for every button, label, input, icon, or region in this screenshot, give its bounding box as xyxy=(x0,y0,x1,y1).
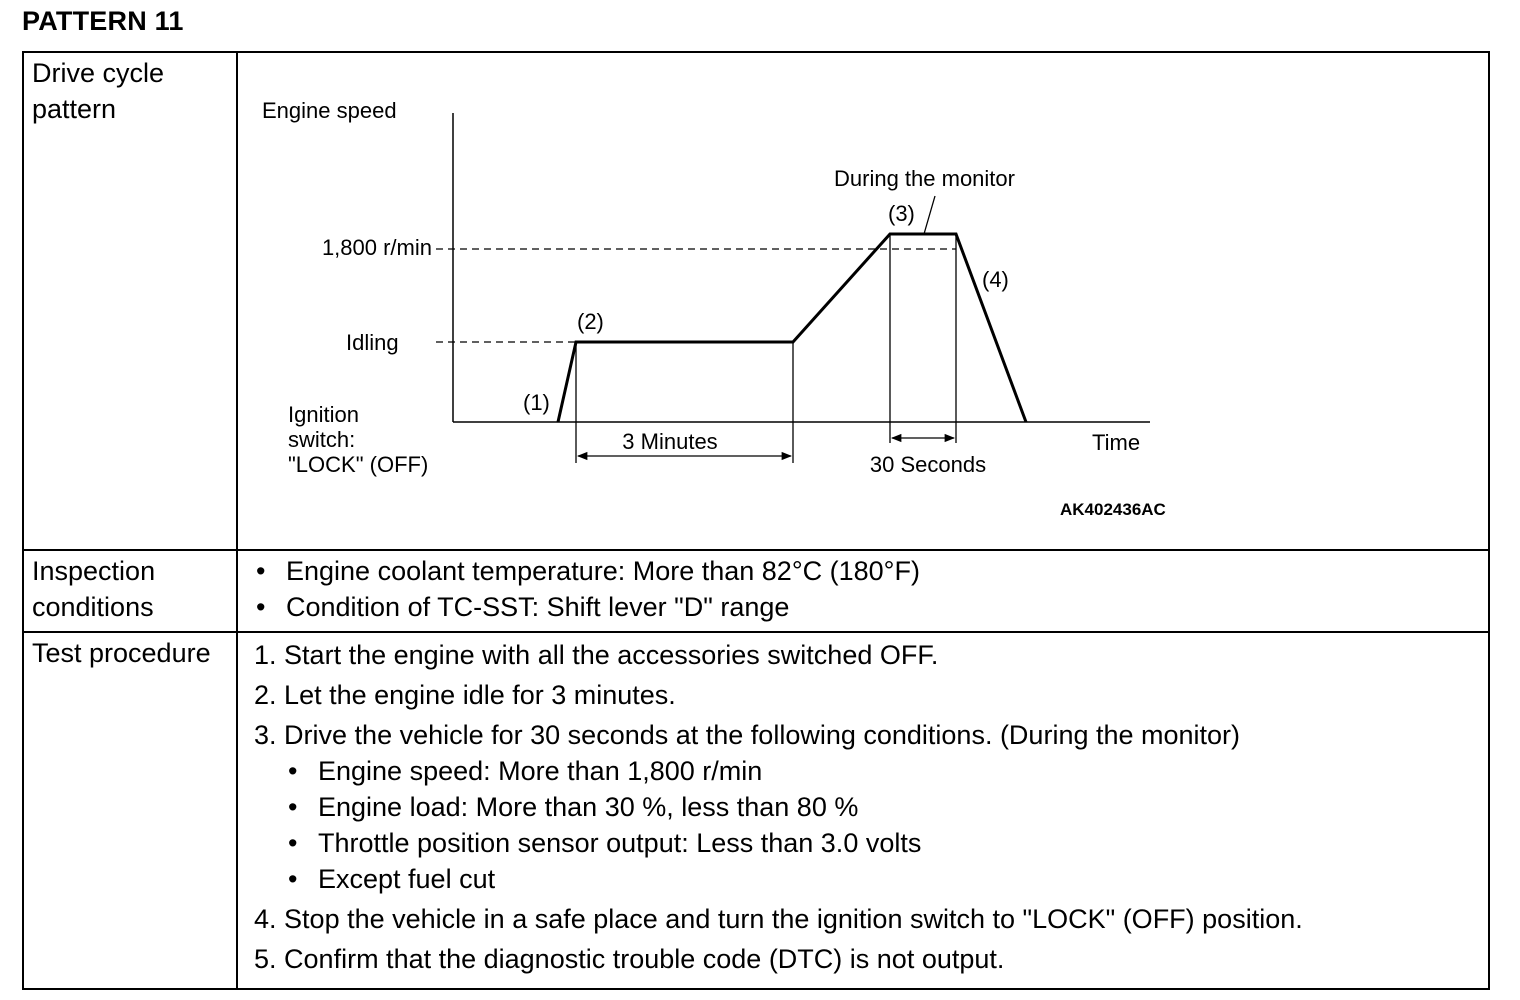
phase-label-1: (1) xyxy=(523,390,550,415)
inspection-item: Condition of TC-SST: Shift lever "D" ran… xyxy=(254,589,1488,625)
x-axis-label: Time xyxy=(1092,430,1140,455)
procedure-step: 4. Stop the vehicle in a safe place and … xyxy=(254,901,1488,937)
monitor-duration-label: 30 Seconds xyxy=(870,452,986,477)
step-text: Confirm that the diagnostic trouble code… xyxy=(284,944,1005,974)
drive-cycle-label: Drive cycle pattern xyxy=(32,58,165,124)
procedure-step: 1. Start the engine with all the accesso… xyxy=(254,637,1488,673)
procedure-step: 3. Drive the vehicle for 30 seconds at t… xyxy=(254,717,1488,897)
step-condition-item: Throttle position sensor output: Less th… xyxy=(286,825,1488,861)
level-idle-label: Idling xyxy=(346,330,399,355)
step-text: Let the engine idle for 3 minutes. xyxy=(284,680,676,710)
step-number: 3. xyxy=(254,720,277,750)
procedure-steps: 1. Start the engine with all the accesso… xyxy=(254,637,1488,977)
figure-code: AK402436AC xyxy=(1060,500,1166,519)
step-text: Drive the vehicle for 30 seconds at the … xyxy=(284,720,1241,750)
procedure-step: 2. Let the engine idle for 3 minutes. xyxy=(254,677,1488,713)
inspection-list: Engine coolant temperature: More than 82… xyxy=(254,553,1488,625)
step-text: Start the engine with all the accessorie… xyxy=(284,640,939,670)
monitor-label: During the monitor xyxy=(834,166,1015,191)
drive-cycle-row: Drive cycle pattern xyxy=(22,51,1490,551)
phase-label-3: (3) xyxy=(888,201,915,226)
step-number: 2. xyxy=(254,680,277,710)
step-condition-item: Except fuel cut xyxy=(286,861,1488,897)
step-condition-item: Engine speed: More than 1,800 r/min xyxy=(286,753,1488,789)
level-high-label: 1,800 r/min xyxy=(322,235,432,260)
ignition-label-line-1: Ignition xyxy=(288,402,359,427)
inspection-item: Engine coolant temperature: More than 82… xyxy=(254,553,1488,589)
step-number: 4. xyxy=(254,904,277,934)
drive-cycle-diagram-cell: Engine speed Time 1,800 r/min Idling Ign… xyxy=(236,51,1490,551)
step-number: 5. xyxy=(254,944,277,974)
engine-speed-profile xyxy=(556,232,1028,423)
y-axis-label: Engine speed xyxy=(262,98,397,123)
step-condition-item: Engine load: More than 30 %, less than 8… xyxy=(286,789,1488,825)
procedure-label: Test procedure xyxy=(32,638,211,668)
procedure-label-cell: Test procedure xyxy=(22,631,238,990)
phase-label-4: (4) xyxy=(982,267,1009,292)
monitor-leader-line xyxy=(923,195,936,235)
drive-cycle-table: Drive cycle pattern xyxy=(22,51,1490,990)
drive-cycle-label-cell: Drive cycle pattern xyxy=(22,51,238,551)
engine-speed-diagram: Engine speed Time 1,800 r/min Idling Ign… xyxy=(262,98,1166,519)
inspection-conditions-row: Inspection conditions Engine coolant tem… xyxy=(22,549,1490,633)
step-number: 1. xyxy=(254,640,277,670)
drive-cycle-diagram: Engine speed Time 1,800 r/min Idling Ign… xyxy=(238,53,1488,549)
inspection-label: Inspection conditions xyxy=(32,556,156,622)
page-title: PATTERN 11 xyxy=(22,6,184,36)
test-procedure-row: Test procedure 1. Start the engine with … xyxy=(22,631,1490,990)
idle-duration-label: 3 Minutes xyxy=(622,429,717,454)
inspection-label-cell: Inspection conditions xyxy=(22,549,238,633)
procedure-content-cell: 1. Start the engine with all the accesso… xyxy=(236,631,1490,990)
procedure-step: 5. Confirm that the diagnostic trouble c… xyxy=(254,941,1488,977)
step-condition-list: Engine speed: More than 1,800 r/min Engi… xyxy=(254,753,1488,897)
ignition-label-line-2: switch: xyxy=(288,427,355,452)
inspection-content-cell: Engine coolant temperature: More than 82… xyxy=(236,549,1490,633)
ignition-label-line-3: "LOCK" (OFF) xyxy=(288,452,428,477)
step-text: Stop the vehicle in a safe place and tur… xyxy=(284,904,1303,934)
phase-label-2: (2) xyxy=(577,309,604,334)
